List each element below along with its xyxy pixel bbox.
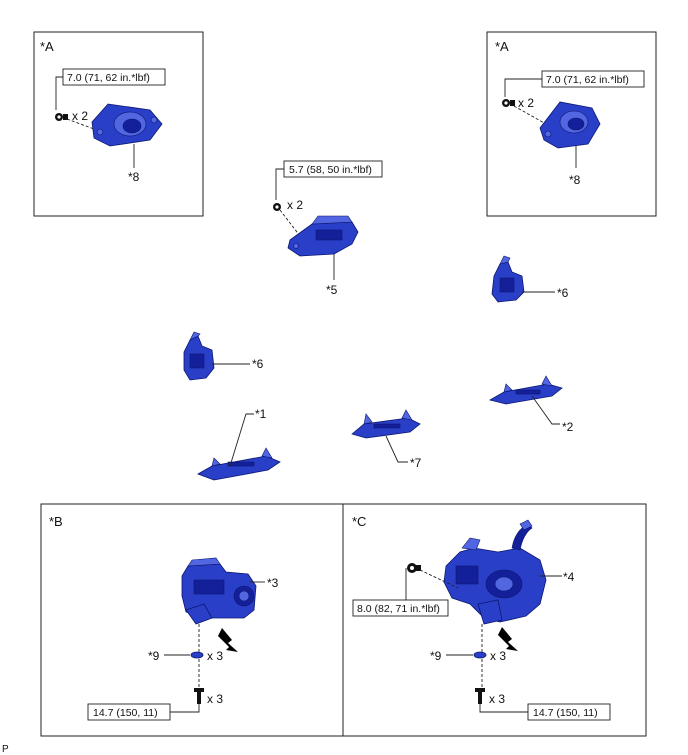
box-c-nut-torque-box xyxy=(352,599,449,617)
part-6-left-label: *6 xyxy=(252,357,264,371)
part-5-torque-leader xyxy=(275,168,284,200)
box-b-bolt-torque-box xyxy=(87,703,171,721)
box-a-left-part: *8 xyxy=(128,170,140,184)
box-a-right-torque-leader xyxy=(504,78,542,97)
part-1-leader xyxy=(229,413,254,467)
part-7-group: *7 xyxy=(351,409,422,470)
box-a-left-qty: x 2 xyxy=(72,109,88,123)
plate-2-icon xyxy=(488,375,563,405)
box-b-bolt-leader xyxy=(170,704,200,713)
engine-mount-8-left-icon xyxy=(91,103,163,147)
box-b-arrow-icon xyxy=(218,628,238,652)
box-b: *B *3 *9 x 3 x 3 14.7 (150, 11) xyxy=(40,503,344,737)
box-b-washer-icon xyxy=(190,651,204,659)
box-c-bolt-torque: 14.7 (150, 11) xyxy=(533,707,598,719)
box-b-bolt-qty: x 3 xyxy=(207,692,223,706)
box-c-label: *C xyxy=(352,514,366,529)
plate-1-icon xyxy=(197,447,281,481)
box-a-left-bolt-icon xyxy=(55,113,68,121)
box-a-right-torque: 7.0 (71, 62 in.*lbf) xyxy=(546,74,629,86)
box-a-right-frame xyxy=(486,31,657,217)
part-5-dash xyxy=(279,209,301,237)
box-c-washer-qty: x 3 xyxy=(490,649,506,663)
box-c-nut-icon xyxy=(407,563,421,573)
box-c-nut-dash xyxy=(419,569,459,589)
part-1-label: *1 xyxy=(255,407,267,421)
box-b-label: *B xyxy=(49,514,63,529)
box-b-bolt-torque: 14.7 (150, 11) xyxy=(93,707,158,719)
box-b-part: *3 xyxy=(267,576,279,590)
part-2-label: *2 xyxy=(562,420,574,434)
engine-mount-8-right-icon xyxy=(539,101,601,149)
stopper-6-right-icon xyxy=(491,255,525,303)
box-a-left: *A 7.0 (71, 62 in.*lbf) x 2 *8 xyxy=(33,31,204,217)
component-4-icon xyxy=(443,519,547,625)
box-b-frame xyxy=(40,503,344,737)
box-c-washer-icon xyxy=(473,651,487,659)
box-a-right-dash xyxy=(513,105,547,125)
part-6-right-group: *6 xyxy=(491,255,569,303)
part-6-left-group: *6 xyxy=(183,331,264,381)
box-c-nut-torque: 8.0 (82, 71 in.*lbf) xyxy=(357,603,440,615)
box-c-frame xyxy=(342,503,647,737)
box-c-washer-label: *9 xyxy=(430,649,442,663)
part-5-label: *5 xyxy=(326,283,338,297)
part-5-torque: 5.7 (58, 50 in.*lbf) xyxy=(289,164,372,176)
part-5-group: 5.7 (58, 50 in.*lbf) x 2 *5 xyxy=(273,160,383,297)
component-3-icon xyxy=(181,557,257,625)
box-c-arrow-icon xyxy=(498,627,518,651)
part-6-right-label: *6 xyxy=(557,286,569,300)
box-a-left-label: *A xyxy=(40,39,54,54)
box-c-bolt-torque-box xyxy=(527,703,611,721)
box-a-left-frame xyxy=(33,31,204,217)
part-5-qty: x 2 xyxy=(287,198,303,212)
box-a-left-torque-leader xyxy=(55,76,63,110)
box-c-part: *4 xyxy=(563,570,575,584)
box-a-right-part: *8 xyxy=(569,173,581,187)
part-2-leader xyxy=(531,395,560,425)
box-c-bolt-leader xyxy=(479,704,528,713)
box-a-right-bolt-icon xyxy=(502,99,515,107)
stopper-6-left-icon xyxy=(183,331,215,381)
box-a-right: *A 7.0 (71, 62 in.*lbf) x 2 *8 xyxy=(486,31,657,217)
bracket-5-icon xyxy=(287,215,359,257)
box-c: *C *4 8.0 (82, 71 in.*lbf) *9 x 3 xyxy=(342,503,647,737)
box-a-right-label: *A xyxy=(495,39,509,54)
box-c-bolt-qty: x 3 xyxy=(489,692,505,706)
plate-7-icon xyxy=(351,409,421,439)
box-a-left-torque: 7.0 (71, 62 in.*lbf) xyxy=(67,72,150,84)
box-b-bolt-icon xyxy=(194,688,204,704)
part-7-label: *7 xyxy=(410,456,422,470)
footer-code: P xyxy=(2,744,9,755)
part-2-group: *2 xyxy=(488,375,574,434)
part-7-leader xyxy=(385,435,408,463)
box-b-washer-qty: x 3 xyxy=(207,649,223,663)
part-1-group: *1 xyxy=(197,407,281,481)
part-5-nut-icon xyxy=(273,203,281,211)
box-b-washer-label: *9 xyxy=(148,649,160,663)
box-a-right-qty: x 2 xyxy=(518,96,534,110)
box-c-bolt-icon xyxy=(475,688,485,704)
